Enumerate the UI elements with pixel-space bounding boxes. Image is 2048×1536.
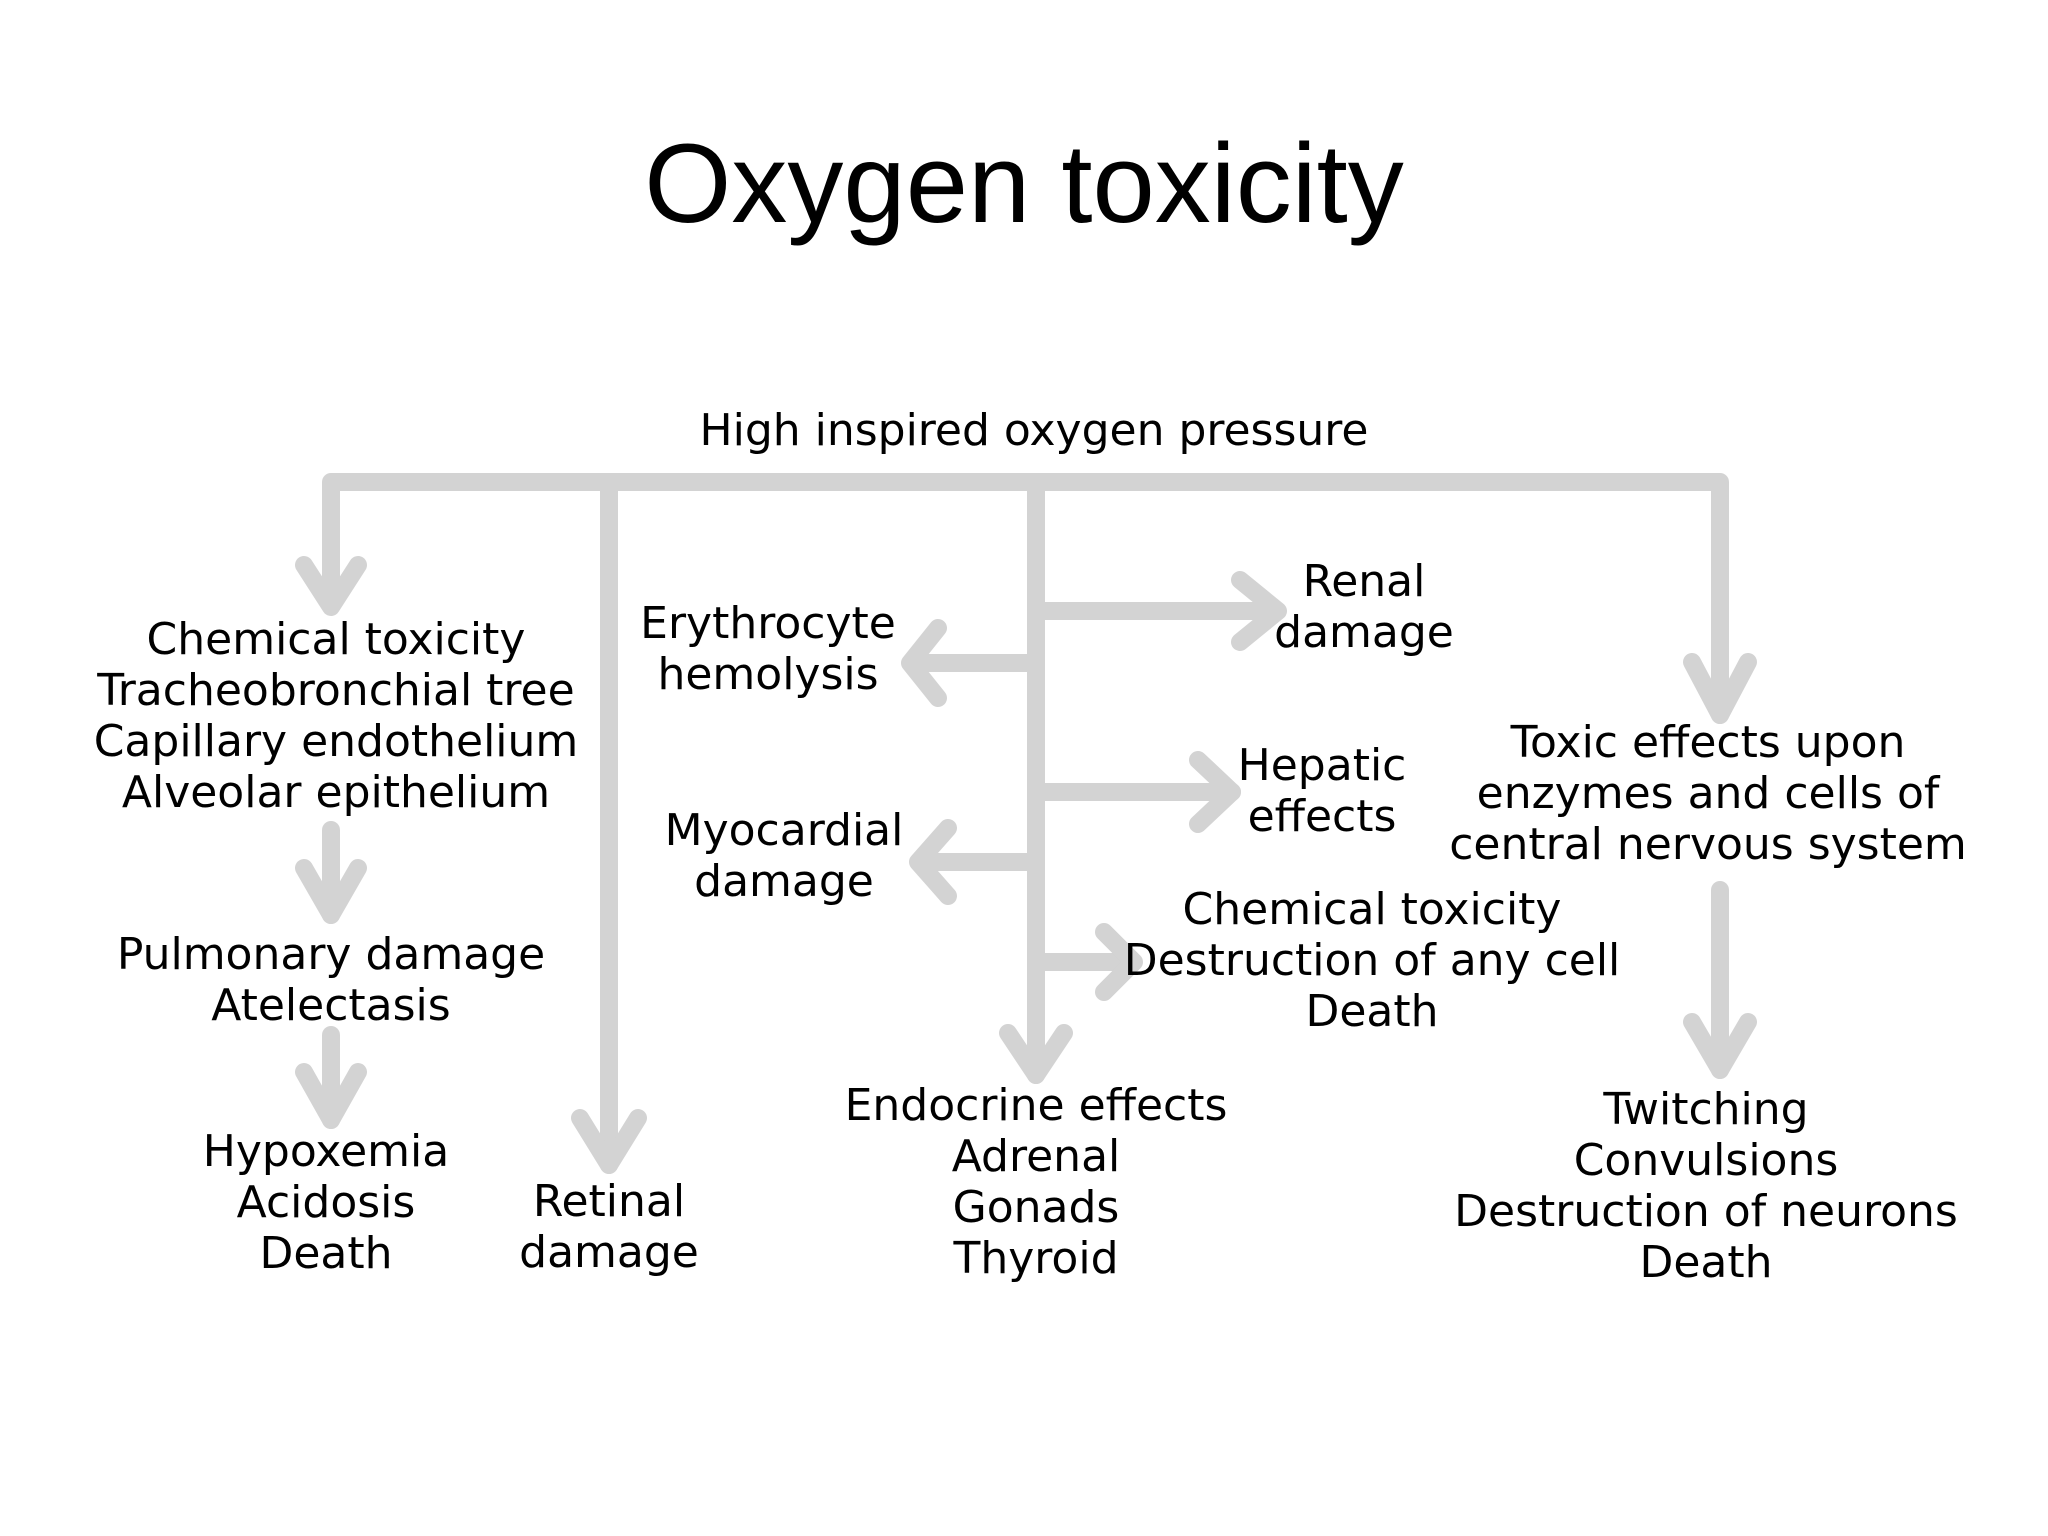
arrow-to-hepatic-head <box>1189 751 1241 833</box>
node-line: Chemical toxicity <box>1182 884 1562 935</box>
arrow-to-cns-head <box>1683 653 1757 724</box>
arrow-to-hypoxemia-head <box>295 1063 367 1129</box>
node-line: central nervous system <box>1449 819 1967 870</box>
node-line: Twitching <box>1603 1084 1809 1135</box>
node-hypoxemia: Hypoxemia Acidosis Death <box>203 1126 449 1279</box>
node-myocardial-damage: Myocardial damage <box>665 805 904 907</box>
node-chemical-toxicity-cells: Chemical toxicity Destruction of any cel… <box>1124 884 1621 1037</box>
node-chemical-toxicity-lungs: Chemical toxicity Tracheobronchial tree … <box>94 614 579 818</box>
node-line: High inspired oxygen pressure <box>699 405 1369 456</box>
arrow-to-renal-head <box>1231 571 1287 651</box>
node-root: High inspired oxygen pressure <box>700 405 1369 456</box>
node-line: Tracheobronchial tree <box>97 665 575 716</box>
arrow-to-endocrine-head <box>999 1024 1073 1084</box>
node-line: Retinal <box>532 1176 686 1227</box>
node-line: damage <box>694 856 874 907</box>
node-line: Myocardial <box>664 805 904 856</box>
node-line: enzymes and cells of <box>1476 768 1940 819</box>
node-line: Adrenal <box>951 1131 1121 1182</box>
arrow-to-erythrocyte-head <box>901 619 947 707</box>
node-line: Hypoxemia <box>202 1126 450 1177</box>
node-line: Gonads <box>952 1182 1120 1233</box>
arrow-to-cns-outcomes-head <box>1683 1013 1757 1079</box>
root-bus-line <box>322 473 1729 574</box>
node-line: Alveolar epithelium <box>121 767 551 818</box>
node-line: Destruction of any cell <box>1123 935 1621 986</box>
node-line: Toxic effects upon <box>1510 717 1906 768</box>
node-line: Chemical toxicity <box>146 614 526 665</box>
node-line: Atelectasis <box>211 980 451 1031</box>
node-line: Thyroid <box>953 1233 1119 1284</box>
node-line: Death <box>1639 1237 1773 1288</box>
node-endocrine-effects: Endocrine effects Adrenal Gonads Thyroid <box>845 1080 1228 1284</box>
node-line: Death <box>1305 986 1439 1037</box>
node-line: Acidosis <box>236 1177 416 1228</box>
node-erythrocyte-hemolysis: Erythrocyte hemolysis <box>640 598 896 700</box>
page-title: Oxygen toxicity <box>644 121 1404 246</box>
node-line: Capillary endothelium <box>93 716 579 767</box>
arrow-to-pulmonary-head <box>295 859 367 924</box>
node-hepatic-effects: Hepatic effects <box>1238 740 1407 842</box>
node-renal-damage: Renal damage <box>1274 556 1454 658</box>
arrow-to-retinal-head <box>571 1109 647 1174</box>
arrow-to-cell-toxicity-head <box>1095 923 1143 1001</box>
node-pulmonary-damage: Pulmonary damage Atelectasis <box>117 929 545 1031</box>
node-line: Hepatic <box>1237 740 1407 791</box>
arrow-to-myocardial-head <box>909 819 957 905</box>
node-line: Renal <box>1302 556 1426 607</box>
node-line: effects <box>1247 791 1397 842</box>
node-cns-outcomes: Twitching Convulsions Destruction of neu… <box>1454 1084 1958 1288</box>
node-line: damage <box>1274 607 1454 658</box>
node-line: Destruction of neurons <box>1454 1186 1958 1237</box>
node-cns-effects: Toxic effects upon enzymes and cells of … <box>1449 717 1967 870</box>
arrow-to-lung-toxicity-head <box>295 556 367 616</box>
node-line: hemolysis <box>657 649 879 700</box>
node-line: Endocrine effects <box>844 1080 1228 1131</box>
node-line: Death <box>259 1228 393 1279</box>
node-line: damage <box>519 1227 699 1278</box>
node-line: Convulsions <box>1573 1135 1839 1186</box>
node-line: Pulmonary damage <box>116 929 546 980</box>
node-line: Erythrocyte <box>640 598 896 649</box>
node-retinal-damage: Retinal damage <box>519 1176 699 1278</box>
